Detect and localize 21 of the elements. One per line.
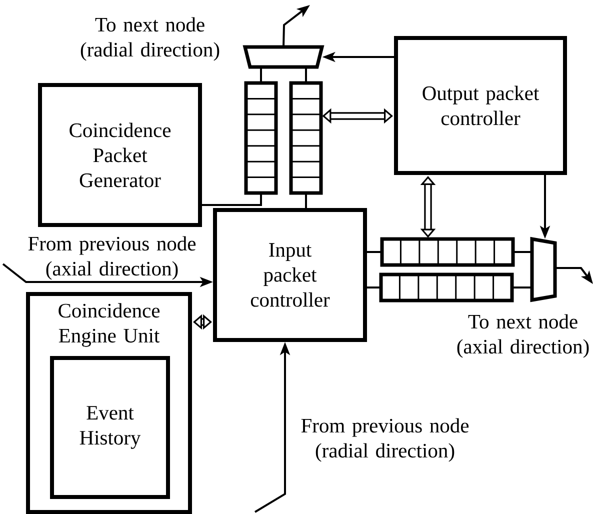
connector-line [260, 67, 262, 83]
connector-line [202, 193, 262, 206]
connector-line [367, 251, 382, 253]
queue [244, 81, 278, 195]
direction-label: From previous node (axial direction) [28, 236, 196, 280]
connector-line [305, 67, 307, 83]
controller-box: Input packet controller [213, 208, 367, 342]
connector-line [513, 251, 532, 253]
double-arrow [193, 314, 212, 330]
connector-line [305, 193, 307, 208]
controller-box: Output packet controller [394, 36, 567, 175]
direction-label: To next node (axial direction) [457, 314, 589, 358]
direction-label: From previous node (radial direction) [301, 418, 469, 462]
queue [379, 272, 514, 302]
connector-line [367, 286, 381, 288]
connector-line [512, 286, 532, 288]
generator-box: Coincidence Packet Generator [38, 83, 202, 227]
direction-label: To next node (radial direction) [80, 17, 220, 61]
queue [289, 81, 323, 195]
history-box: Event History [50, 356, 170, 499]
queue [380, 237, 515, 267]
